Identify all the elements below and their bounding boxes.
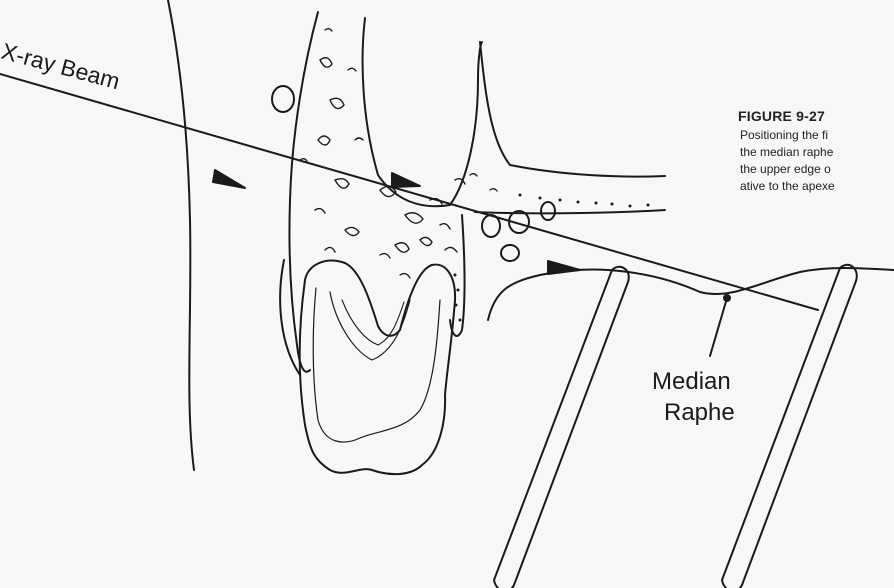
median-raphe-label-line1: Median (652, 368, 731, 395)
trabecular-bone-1 (315, 58, 359, 252)
palate-lower-outline (475, 210, 665, 213)
figure-number: FIGURE 9-27 (738, 108, 894, 124)
figure-caption: FIGURE 9-27 Positioning the fi the media… (738, 108, 894, 195)
tooth-dentin-line (313, 288, 440, 442)
median-raphe-label-line2: Raphe (664, 399, 735, 426)
trabecular-bone-2 (380, 179, 465, 253)
median-raphe-pointer-line (710, 298, 727, 356)
xray-beam-arrowhead-1 (213, 170, 245, 188)
bone-lower-outline (450, 215, 465, 336)
caption-line-4: ative to the apexe (738, 178, 894, 195)
maxilla-right-outline (363, 18, 482, 206)
film-holder-rod-left (494, 267, 629, 588)
median-raphe-contour (488, 268, 894, 320)
caption-line-3: the upper edge o (738, 161, 894, 178)
tooth-pulp-inner (342, 300, 404, 345)
tooth-crown-outline (300, 261, 455, 475)
sinus-opening-3 (501, 245, 519, 261)
foramen-circle (272, 86, 294, 112)
xray-beam-label: X-ray Beam (0, 38, 123, 95)
sinus-opening-4 (541, 202, 555, 220)
xray-beam-arrowhead-2 (392, 173, 420, 187)
caption-line-1: Positioning the fi (738, 127, 894, 144)
median-raphe-point (724, 295, 730, 301)
xray-beam-line (0, 74, 818, 310)
film-holder-rod-right (722, 265, 857, 588)
caption-line-2: the median raphe (738, 144, 894, 161)
xray-beam-arrowhead-3 (548, 261, 580, 274)
cheek-outline (168, 0, 194, 470)
palate-upper-outline (480, 42, 665, 177)
